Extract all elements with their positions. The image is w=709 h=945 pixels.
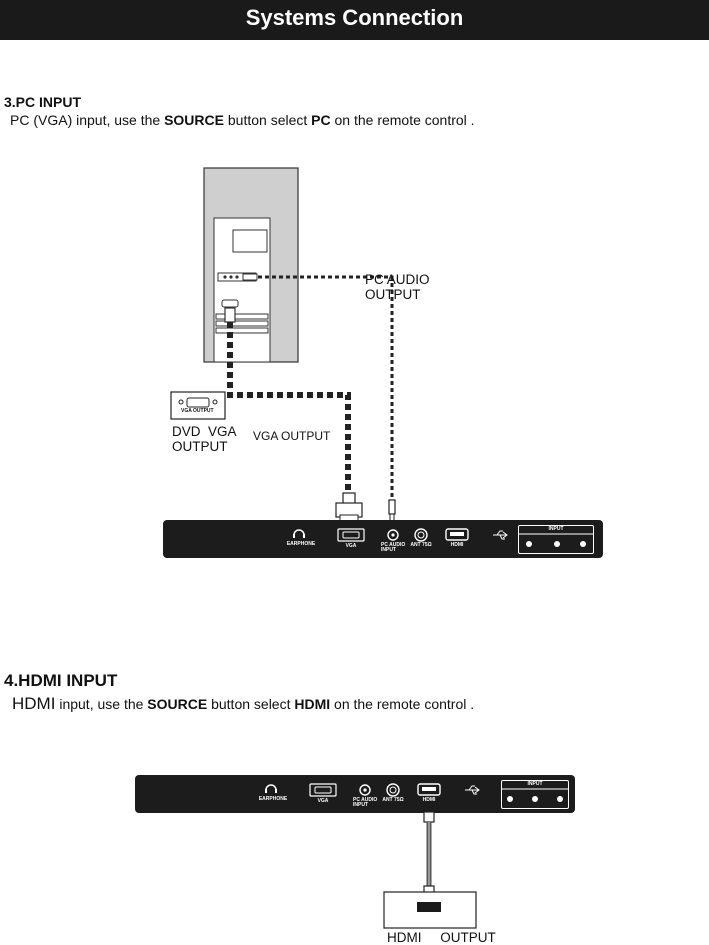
input-label: INPUT bbox=[548, 526, 564, 532]
page-title: Systems Connection bbox=[245, 5, 464, 30]
hdmi-port-icon bbox=[417, 783, 441, 796]
earphone-icon bbox=[265, 784, 277, 791]
dvd-vga-output-box bbox=[170, 391, 226, 420]
av-input-box: INPUT bbox=[518, 525, 594, 554]
vga-port-icon bbox=[309, 783, 337, 797]
input-label: INPUT bbox=[527, 781, 543, 787]
hdmi-section-title: 4.HDMI INPUT bbox=[4, 671, 118, 690]
hdmi-section-description: HDMI input, use the SOURCE button select… bbox=[12, 694, 475, 713]
dvd-vga-output-label: DVD VGA OUTPUT bbox=[172, 424, 237, 454]
dvd-box-label: VGA OUTPUT bbox=[181, 408, 214, 414]
antenna-port-icon bbox=[386, 783, 400, 797]
tv-rear-panel-hdmi: EARPHONE VGA PC AUDIO INPUT ANT 75Ω HDMI… bbox=[135, 775, 575, 813]
tv-rear-panel-pc: EARPHONE VGA PC AUDIO INPUT ANT 75Ω HDMI… bbox=[163, 520, 603, 558]
pc-audio-port-icon bbox=[387, 529, 399, 541]
av-input-box: INPUT bbox=[501, 780, 569, 809]
pc-audio-port-icon bbox=[359, 784, 371, 796]
hdmi-label: HDMI bbox=[422, 797, 436, 803]
hdmi-plug-top bbox=[423, 811, 435, 823]
ant-label: ANT 75Ω bbox=[382, 797, 404, 803]
hdmi-label: HDMI bbox=[450, 542, 464, 548]
earphone-icon bbox=[293, 529, 305, 536]
hdmi-output-port bbox=[417, 902, 441, 912]
usb-icon bbox=[465, 785, 480, 795]
usb-icon bbox=[493, 530, 508, 540]
vga-cable bbox=[227, 322, 351, 495]
pc-audio-cable bbox=[258, 275, 394, 500]
hdmi-output-label: HDMI OUTPUT bbox=[387, 930, 496, 945]
vga-output-label: VGA OUTPUT bbox=[253, 429, 331, 443]
pc-audio-output-label: PC AUDIO OUTPUT bbox=[365, 272, 430, 302]
earphone-label: EARPHONE bbox=[258, 796, 288, 802]
pc-section-description: PC (VGA) input, use the SOURCE button se… bbox=[10, 112, 475, 128]
vga-label: VGA bbox=[317, 798, 329, 804]
pc-audio-input-label: PC AUDIO INPUT bbox=[353, 797, 378, 808]
ant-label: ANT 75Ω bbox=[410, 542, 432, 548]
header-banner bbox=[0, 0, 709, 40]
hdmi-port-icon bbox=[445, 528, 469, 541]
earphone-label: EARPHONE bbox=[286, 541, 316, 547]
vga-label: VGA bbox=[345, 543, 357, 549]
computer-fan bbox=[232, 229, 268, 253]
pc-audio-input-label: PC AUDIO INPUT bbox=[381, 542, 406, 553]
pc-section-title: 3.PC INPUT bbox=[4, 94, 82, 110]
vga-port-icon bbox=[337, 528, 365, 542]
antenna-port-icon bbox=[414, 528, 428, 542]
computer-vga-port bbox=[221, 299, 239, 308]
